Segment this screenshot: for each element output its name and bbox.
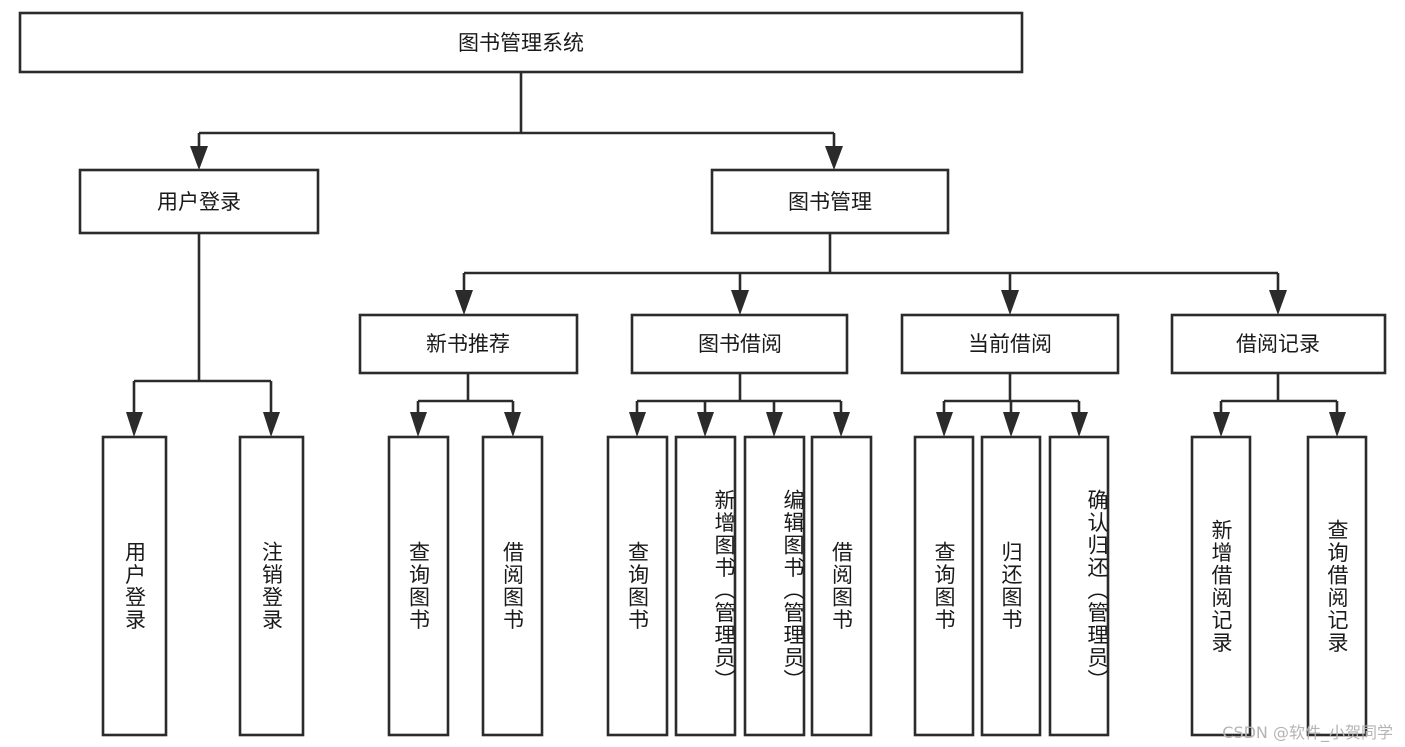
leaf-box-current-query[interactable]: [913, 435, 975, 737]
node-new-book-recommend-box[interactable]: [358, 313, 579, 375]
csdn-watermark: CSDN @软件_小贺同学: [1222, 723, 1393, 742]
leaf-box-current-return[interactable]: [980, 435, 1042, 737]
node-root-box[interactable]: [18, 11, 1024, 74]
node-book-management-label: 图书管理: [788, 190, 872, 214]
node-borrow-records-label: 借阅记录: [1236, 332, 1320, 356]
node-book-management-box[interactable]: [710, 168, 950, 235]
node-user-login-box[interactable]: [78, 168, 320, 235]
leaf-box-user-login-logout[interactable]: [238, 435, 305, 737]
leaf-box-borrow-lend[interactable]: [810, 435, 873, 737]
connector-borrow-records-to-leaves: [1213, 373, 1346, 437]
node-user-login-label: 用户登录: [157, 190, 241, 214]
leaf-box-borrow-edit[interactable]: [743, 435, 806, 737]
connector-root-to-level2: [190, 72, 843, 170]
node-borrow-records-box[interactable]: [1170, 313, 1387, 375]
node-current-borrow-label: 当前借阅: [968, 332, 1052, 356]
connector-current-borrow-to-leaves: [936, 373, 1088, 437]
node-book-borrow-box[interactable]: [630, 313, 849, 375]
leaf-box-current-confirm-return[interactable]: [1048, 435, 1110, 737]
node-book-borrow-label: 图书借阅: [698, 332, 782, 356]
node-root-label: 图书管理系统: [458, 31, 584, 55]
connector-book-borrow-to-leaves: [629, 373, 850, 437]
connector-book-mgmt-to-level3: [455, 233, 1287, 315]
leaf-box-user-login-login[interactable]: [101, 435, 168, 737]
node-new-book-recommend-label: 新书推荐: [426, 332, 510, 356]
leaf-box-borrow-add[interactable]: [674, 435, 737, 737]
leaf-box-records-add[interactable]: [1190, 435, 1252, 737]
leaf-box-new-book-query[interactable]: [387, 435, 450, 737]
node-current-borrow-box[interactable]: [900, 313, 1120, 375]
connector-new-book-to-leaves: [410, 373, 521, 437]
leaf-box-records-query[interactable]: [1306, 435, 1368, 737]
leaf-box-borrow-query[interactable]: [606, 435, 669, 737]
leaf-box-new-book-borrow[interactable]: [481, 435, 544, 737]
connector-user-login-to-leaves: [126, 233, 280, 437]
